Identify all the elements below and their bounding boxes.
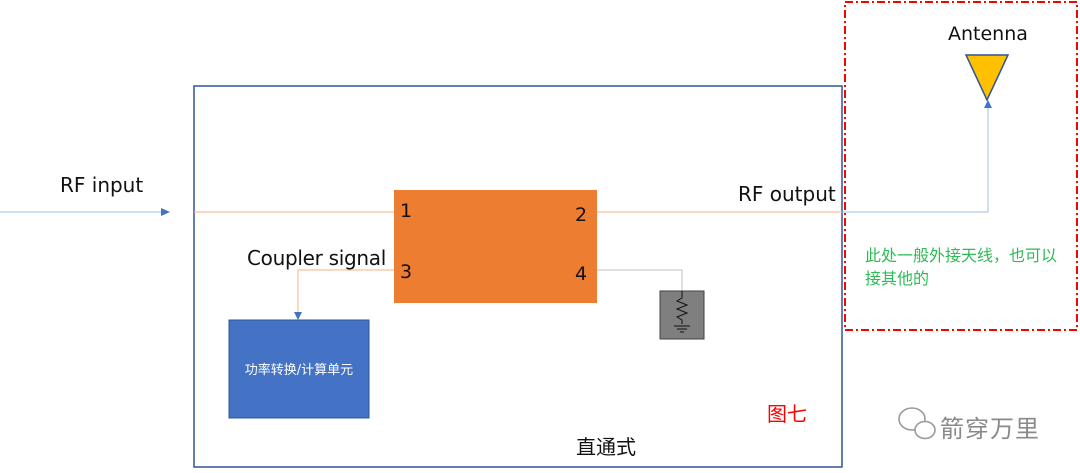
coupler-signal-label: Coupler signal	[247, 246, 386, 270]
port-3-label: 3	[400, 261, 413, 283]
wechat-logo-icon	[898, 407, 936, 440]
port3-arrow	[294, 312, 302, 320]
figure-label: 图七	[767, 402, 807, 426]
rf-input-arrow	[161, 208, 170, 216]
main-frame	[193, 85, 843, 468]
port-4-label: 4	[575, 263, 588, 285]
port-1-label: 1	[400, 200, 413, 222]
mode-label: 直通式	[576, 435, 636, 459]
power-unit-block	[228, 319, 370, 419]
resistor-symbol	[675, 291, 689, 324]
port3-line	[297, 269, 394, 313]
coupler-block	[394, 190, 597, 303]
rf-input-label: RF input	[60, 173, 144, 197]
antenna-region-dashed	[844, 1, 1078, 331]
antenna-symbol	[964, 54, 1010, 102]
power-unit-label: 功率转换/计算单元	[244, 363, 354, 378]
antenna-arrow	[984, 100, 992, 108]
rf-output-label: RF output	[738, 182, 836, 206]
port-2-label: 2	[575, 204, 588, 226]
watermark-text: 箭穿万里	[940, 415, 1040, 443]
antenna-label: Antenna	[948, 23, 1028, 45]
rf-output-line	[842, 107, 989, 213]
port4-line	[597, 269, 683, 291]
antenna-note: 此处一般外接天线，也可以接其他的	[865, 246, 1058, 288]
